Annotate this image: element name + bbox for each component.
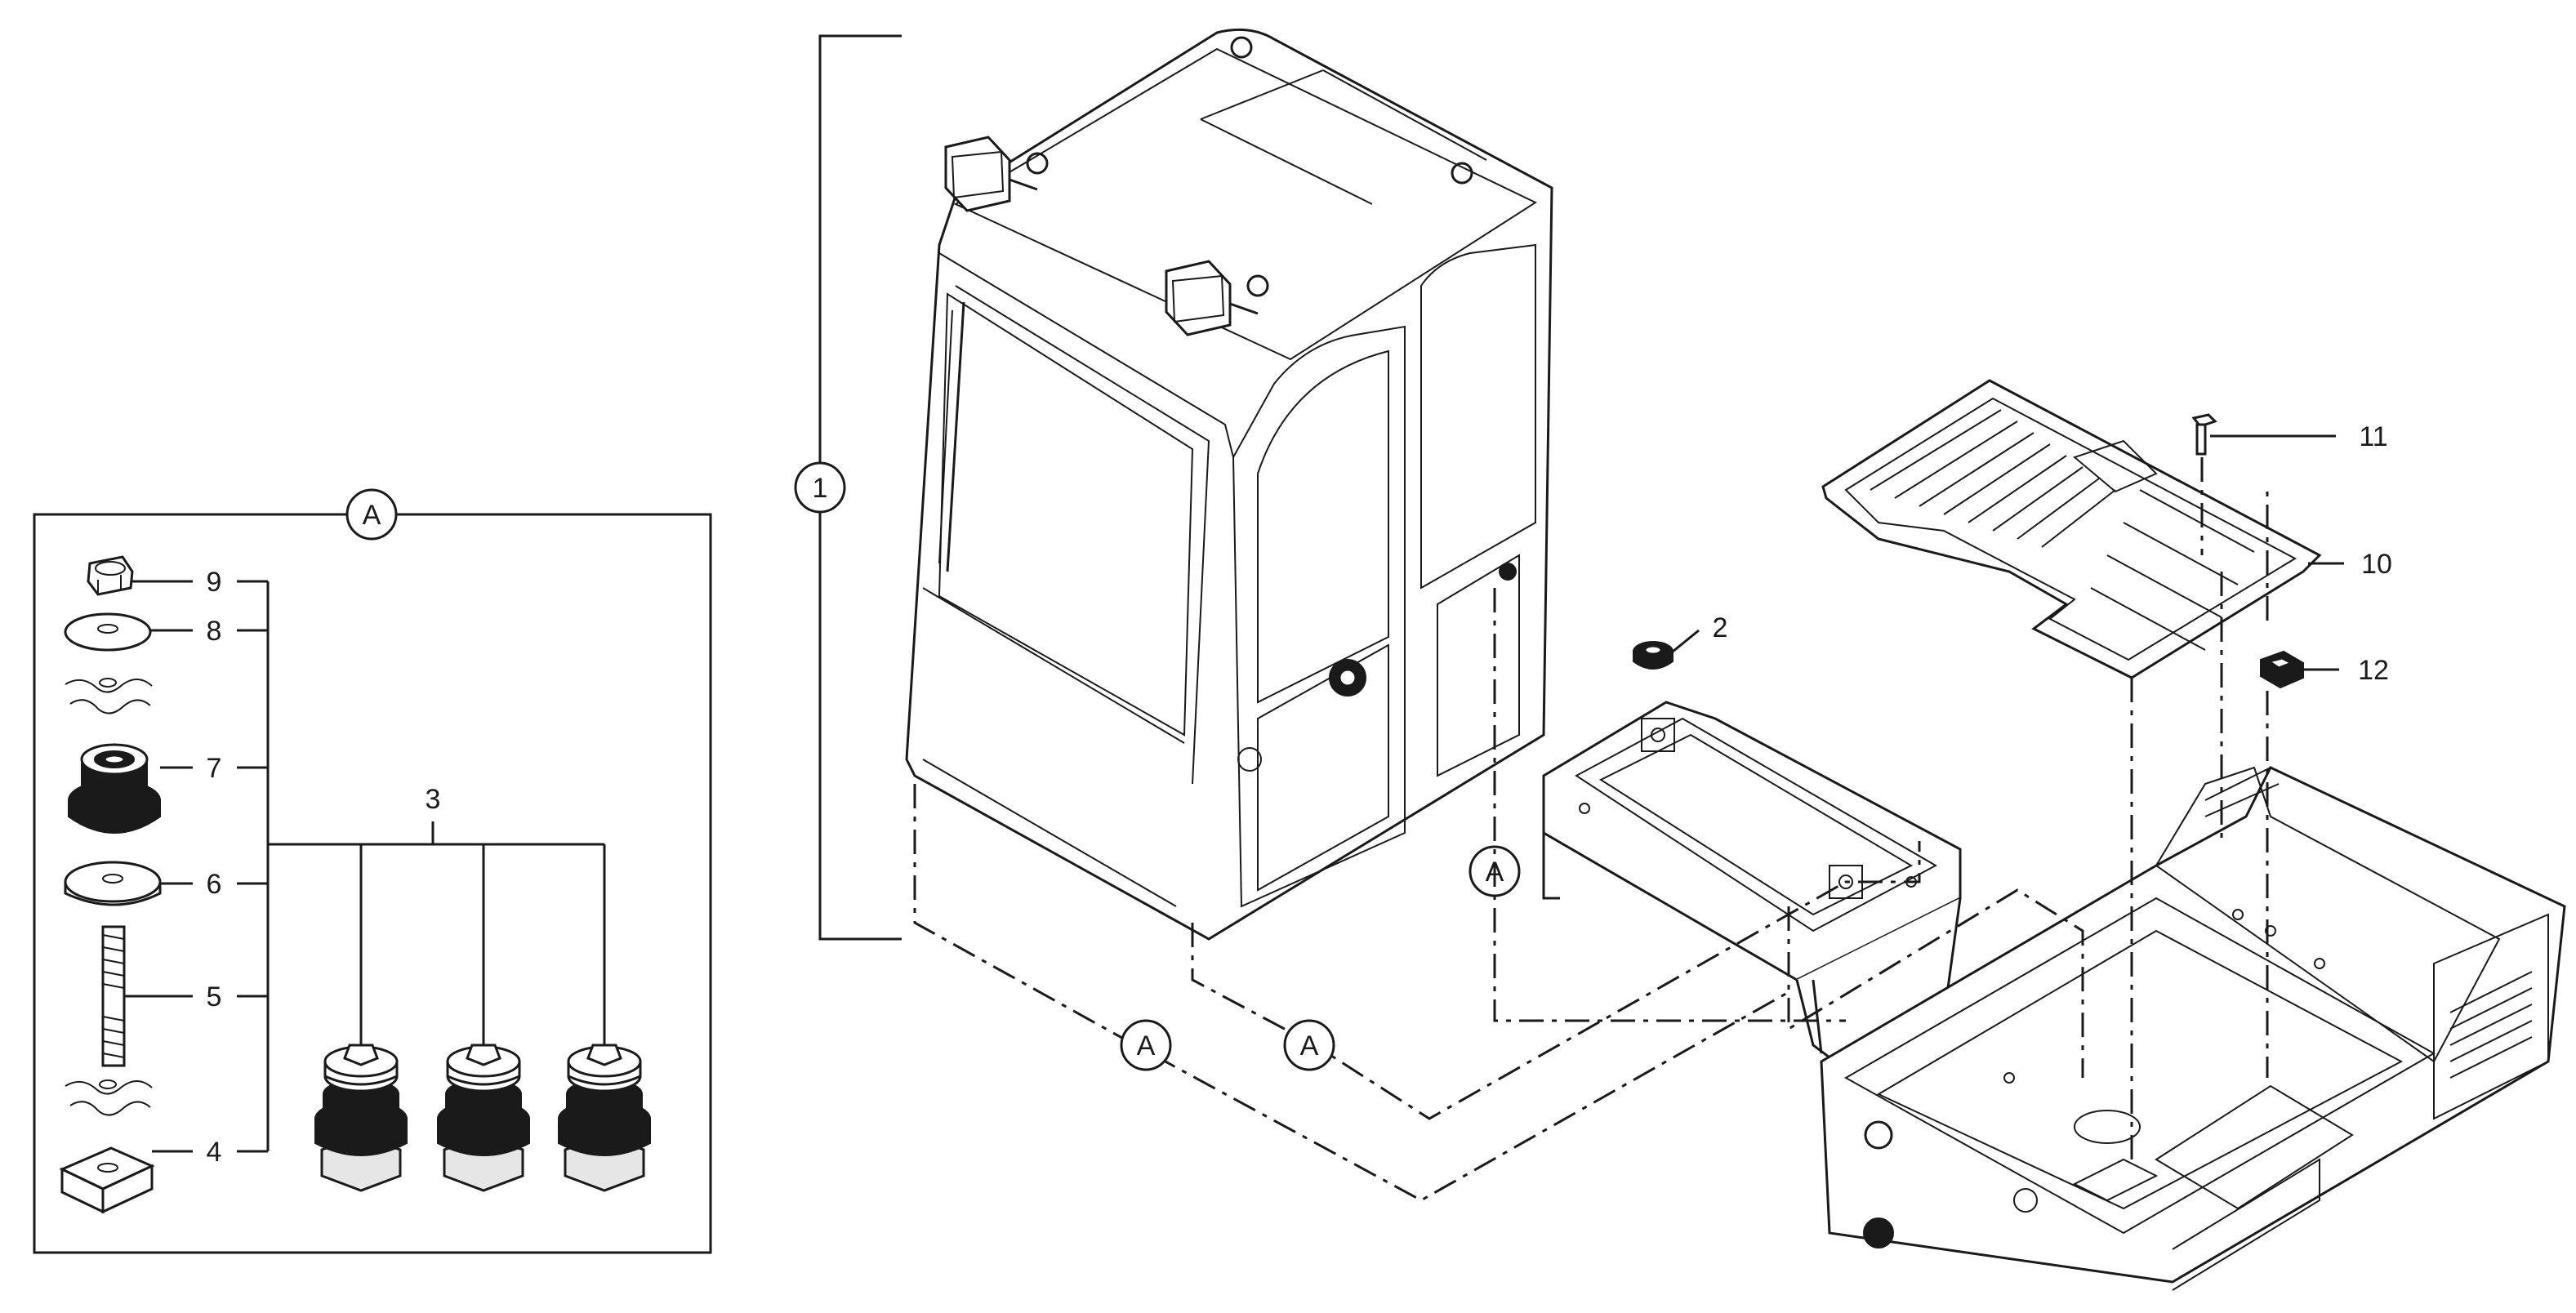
flat-washer-lower-part: [64, 861, 162, 906]
assembled-mount-1: [314, 1044, 408, 1192]
callout-3: 3: [426, 784, 441, 815]
callout-2: 2: [1713, 612, 1728, 643]
cab-right-detail-circle: [1283, 1019, 1335, 1071]
inset-detail-label: A: [363, 500, 381, 531]
nut-part-2: [1633, 641, 1674, 670]
rear-window-lower: [1437, 554, 1520, 777]
callout-9: 9: [207, 567, 222, 598]
lift-eye-2: [1230, 36, 1253, 59]
inset-leader-lines: [124, 580, 606, 1153]
callout-12: 12: [2358, 655, 2389, 686]
door-window-upper: [1257, 349, 1389, 704]
door-handle: [1329, 659, 1366, 697]
callout-7: 7: [207, 753, 222, 784]
cab-left-detail-label: A: [1137, 1030, 1156, 1062]
wiper-arm: [946, 301, 965, 572]
floor-mat: [1821, 379, 2322, 679]
rubber-mount-upper-part: [68, 743, 161, 834]
inset-detail-circle: [345, 488, 398, 541]
cab-left-detail-circle: [1120, 1019, 1172, 1071]
square-plate-part: [59, 1146, 155, 1214]
assembled-mount-3: [558, 1044, 651, 1192]
upper-structure-frame: [1820, 766, 2566, 1291]
detail-a-inset: A: [33, 488, 712, 1254]
callout-8: 8: [207, 616, 222, 647]
lift-eye-1: [1026, 152, 1049, 175]
callout-6: 6: [207, 869, 222, 900]
work-light-right: [1165, 260, 1259, 336]
callout-5: 5: [207, 981, 222, 1013]
floor-mat-outline: [1821, 379, 2322, 679]
flat-washer-top-part: [64, 612, 152, 652]
rear-window-upper: [1420, 243, 1536, 590]
callout-10: 10: [2361, 549, 2392, 580]
cab-door: [1232, 325, 1406, 908]
break-symbol-bottom: [65, 1079, 153, 1116]
bolt-part-11: [2191, 413, 2217, 456]
alignment-lines: [913, 457, 2269, 1202]
cab-body: [905, 28, 1553, 941]
clip-part-12: [2260, 650, 2304, 689]
hex-nut-part: [87, 555, 134, 596]
stud-bolt-part: [101, 925, 126, 1067]
break-symbol-top: [65, 678, 153, 714]
callout-1: 1: [813, 473, 828, 504]
lift-eye-3: [1451, 162, 1473, 185]
callout-1-circle: [794, 461, 846, 514]
callout-4: 4: [207, 1137, 222, 1168]
cab-right-detail-label: A: [1300, 1030, 1319, 1062]
frame-plate: [1542, 701, 1962, 981]
operator-cab: 1: [794, 28, 1553, 941]
assembled-mount-2: [437, 1044, 530, 1192]
callout-11: 11: [2359, 421, 2387, 452]
lift-eye-4: [1246, 274, 1269, 297]
work-light-left: [944, 136, 1038, 212]
